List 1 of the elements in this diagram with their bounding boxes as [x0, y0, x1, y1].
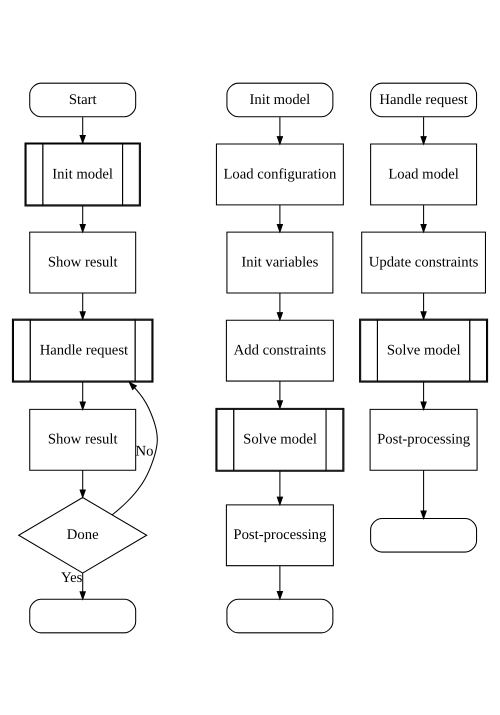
- edge-label: No: [135, 443, 154, 460]
